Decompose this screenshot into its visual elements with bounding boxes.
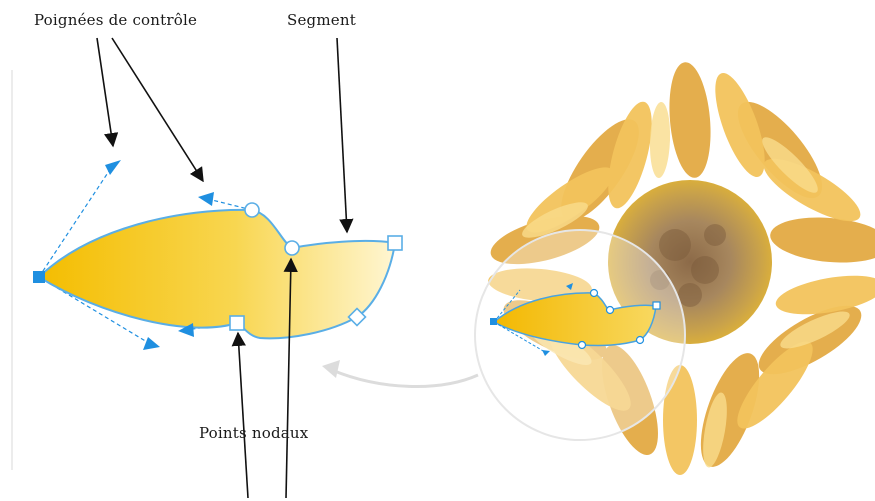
callout-arrow-handle-1	[97, 38, 113, 146]
control-handles-label: Poignées de contrôle	[34, 11, 197, 29]
square-node-icon[interactable]	[230, 316, 244, 330]
nodes-label: Points nodaux	[199, 424, 308, 442]
callout-arrow-segment	[337, 38, 347, 232]
circle-node-icon[interactable]	[245, 203, 259, 217]
curve-path	[39, 210, 395, 338]
square-node-icon[interactable]	[388, 236, 402, 250]
circle-node-icon[interactable]	[285, 241, 299, 255]
handle-arrow-icon	[105, 160, 121, 175]
bezier-shape	[33, 160, 402, 350]
zoom-pointer-head	[322, 360, 340, 378]
zoom-pointer	[332, 370, 478, 386]
handle-arrow-icon	[143, 337, 160, 350]
square-node-icon[interactable]	[33, 271, 45, 283]
callout-arrow-node-1	[238, 333, 248, 498]
segment-label: Segment	[287, 11, 356, 29]
handle-arrow-icon	[198, 192, 214, 206]
callout-arrow-handle-2	[112, 38, 203, 181]
